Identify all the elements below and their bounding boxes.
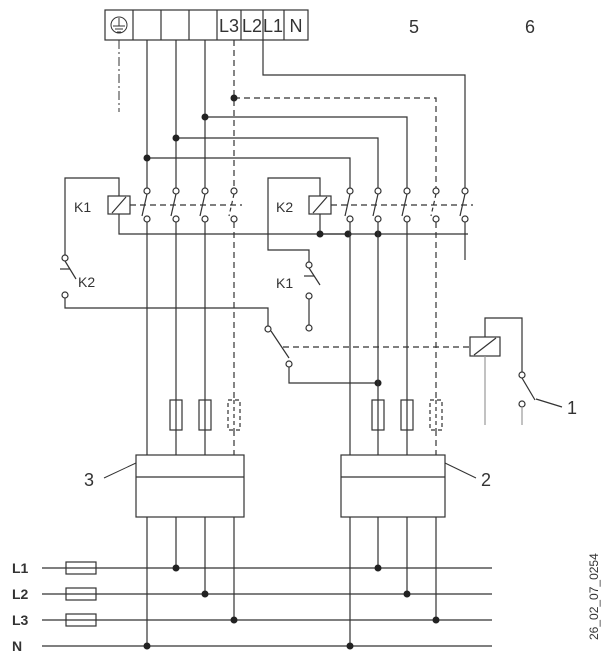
callout-3: 3 [84, 470, 94, 490]
terminal-label-l2: L2 [242, 16, 262, 36]
control-relay [469, 317, 563, 425]
callout-1: 1 [567, 398, 577, 418]
interlock-k2-label: K2 [78, 274, 95, 290]
contactor-k1-dashed-pole [228, 187, 238, 223]
interlock-k2-contact [60, 254, 269, 326]
terminal-wiring [146, 40, 466, 188]
changeover-contact [264, 325, 470, 384]
interlock-k1-contact [304, 261, 321, 332]
callout-2: 2 [481, 470, 491, 490]
fuses-left [169, 399, 241, 431]
supply-label-l3: L3 [12, 612, 29, 628]
supply-label-n: N [12, 638, 22, 654]
interlock-k1-label: K1 [276, 275, 293, 291]
power-source-2 [340, 454, 446, 518]
column-label-5: 5 [409, 17, 419, 37]
supply-fuses [65, 561, 97, 627]
l3-dashed-wiring [233, 40, 437, 188]
contactor-k2-label: K2 [276, 199, 293, 215]
protective-earth-icon [110, 16, 128, 34]
supply-label-l2: L2 [12, 586, 29, 602]
supply-drops [146, 517, 437, 648]
supply-junction-dots [143, 564, 440, 650]
contactor-k1 [64, 177, 348, 255]
fuses-right [371, 399, 443, 431]
contactor-k1-label: K1 [74, 199, 91, 215]
terminal-block [104, 9, 309, 41]
feeder-lines-left [146, 222, 206, 455]
supply-label-l1: L1 [12, 560, 29, 576]
feeder-lines-right [349, 222, 466, 455]
terminal-label-l3: L3 [219, 16, 239, 36]
callout-3-leader [103, 462, 137, 479]
callout-2-leader [444, 462, 477, 479]
contactor-k2-dashed-pole [430, 187, 440, 223]
column-label-6: 6 [525, 17, 535, 37]
figure-code: 26_02_07_0254 [587, 553, 601, 640]
supply-bus [42, 567, 492, 647]
terminal-label-n: N [290, 16, 303, 36]
contactor-k2 [267, 177, 473, 262]
junction-dots [143, 94, 238, 162]
power-source-3 [135, 454, 245, 518]
terminal-label-l1: L1 [263, 16, 283, 36]
